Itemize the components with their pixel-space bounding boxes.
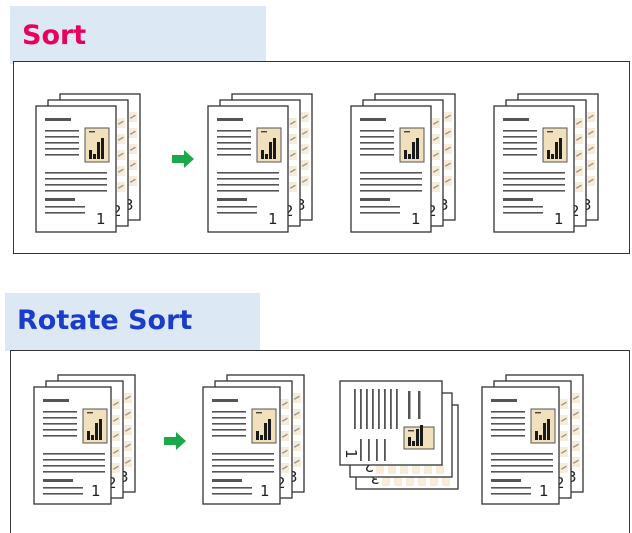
sort-input-stack: 321 [35, 93, 141, 233]
page-number-2: 2 [276, 474, 286, 492]
rotate-output-stack-3: 321 [481, 374, 584, 505]
page-number-2: 2 [364, 457, 374, 475]
page-number-2: 2 [284, 202, 294, 220]
bar-chart-icon [530, 408, 556, 444]
page-number-2: 2 [555, 474, 565, 492]
page-number-3: 3 [439, 196, 449, 214]
bar-chart-icon [82, 408, 108, 444]
page-number-3: 3 [582, 196, 592, 214]
page-number-3: 3 [119, 468, 129, 486]
bar-chart-icon [403, 425, 435, 450]
bar-chart-icon [251, 408, 277, 444]
bar-chart-icon [542, 127, 568, 163]
rotate-input-stack: 321 [33, 374, 136, 505]
page-number-2: 2 [570, 202, 580, 220]
rotate-output-stack-2: 321 [339, 380, 459, 490]
page-number-1: 1 [411, 210, 421, 228]
sort-output-stack-2: 321 [350, 93, 456, 233]
page-number-2: 2 [112, 202, 122, 220]
page-number-3: 3 [288, 468, 298, 486]
page-number-2: 2 [427, 202, 437, 220]
page-number-1: 1 [268, 210, 278, 228]
page-number-1: 1 [539, 482, 549, 500]
page-number-1: 1 [96, 210, 106, 228]
rotate-sort-title: Rotate Sort [17, 305, 193, 336]
rotate-sort-heading: Rotate Sort [5, 293, 260, 351]
page-number-2: 2 [107, 474, 117, 492]
page-number-3: 3 [567, 468, 577, 486]
arrow-right-icon [172, 150, 194, 168]
sort-title: Sort [22, 20, 87, 51]
rotate-output-stack-1: 321 [202, 374, 305, 505]
bar-chart-icon [84, 127, 110, 163]
page-number-1: 1 [342, 449, 360, 459]
bar-chart-icon [399, 127, 425, 163]
page-number-1: 1 [260, 482, 270, 500]
page-number-3: 3 [124, 196, 134, 214]
page-number-1: 1 [91, 482, 101, 500]
sort-output-stack-3: 321 [493, 93, 599, 233]
arrow-right-icon [164, 432, 186, 450]
sort-heading: Sort [10, 6, 266, 64]
sort-output-stack-1: 321 [207, 93, 313, 233]
bar-chart-icon [256, 127, 282, 163]
page-number-1: 1 [554, 210, 564, 228]
page-number-3: 3 [296, 196, 306, 214]
page-number-3: 3 [370, 469, 380, 487]
